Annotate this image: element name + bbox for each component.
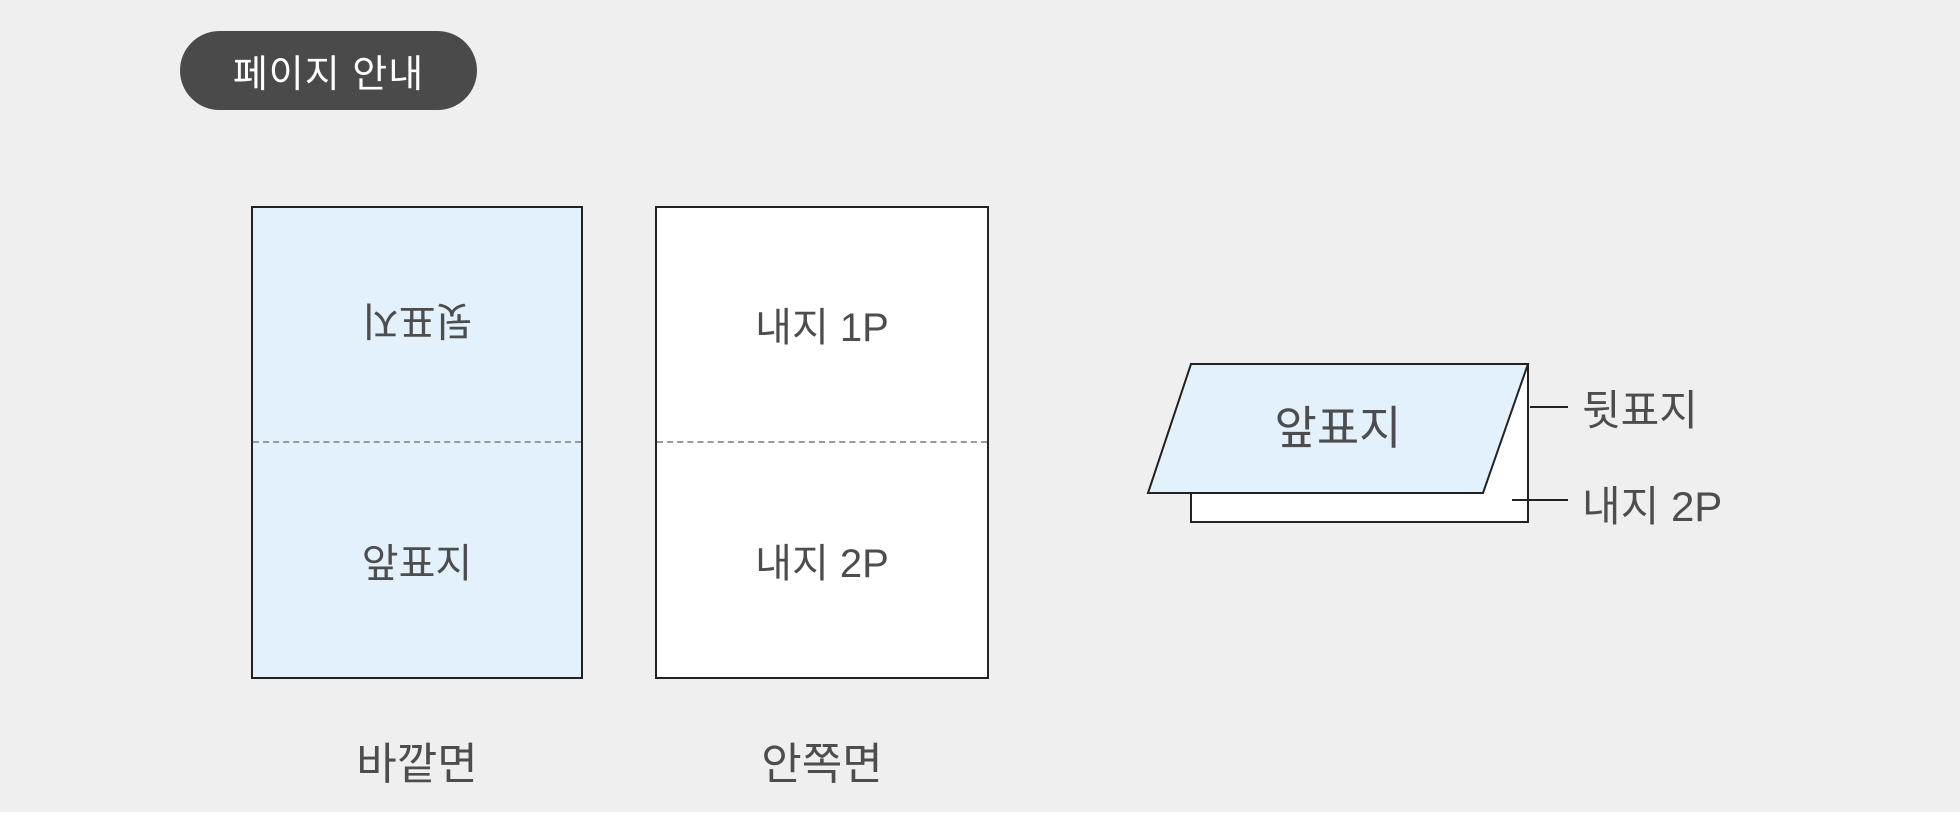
- inner-page-1-label: 내지 1P: [755, 306, 889, 351]
- inner-page-2-cell: 내지 2P: [657, 443, 987, 678]
- outer-face-caption-label: 바깥면: [356, 740, 478, 789]
- inner-face-panel: 내지 1P 내지 2P: [655, 206, 989, 679]
- bottom-edge-strip: [0, 812, 1960, 816]
- page-guide-badge-label: 페이지 안내: [232, 54, 425, 96]
- inner-face-caption: 안쪽면: [655, 734, 989, 789]
- folded-front-cover-label: 앞표지: [1275, 402, 1402, 454]
- inner-page-2-label: 내지 2P: [755, 541, 889, 586]
- front-cover-label: 앞표지: [361, 541, 473, 586]
- front-cover-shape: [1146, 363, 1530, 494]
- callout-label-inner-page: 내지 2P: [1582, 482, 1723, 530]
- callout-label-back-cover: 뒷표지: [1582, 386, 1698, 434]
- inner-page-1-cell: 내지 1P: [657, 208, 987, 443]
- front-cover-cell: 앞표지: [253, 443, 581, 678]
- inner-face-caption-label: 안쪽면: [761, 740, 883, 789]
- folded-card-illustration: 앞표지: [1146, 363, 1568, 523]
- back-cover-cell: 뒷표지: [253, 208, 581, 443]
- page-guide-badge: 페이지 안내: [180, 31, 477, 110]
- back-cover-label-rotated: 뒷표지: [361, 298, 473, 343]
- outer-face-caption: 바깥면: [251, 734, 583, 789]
- outer-face-panel: 뒷표지 앞표지: [251, 206, 583, 679]
